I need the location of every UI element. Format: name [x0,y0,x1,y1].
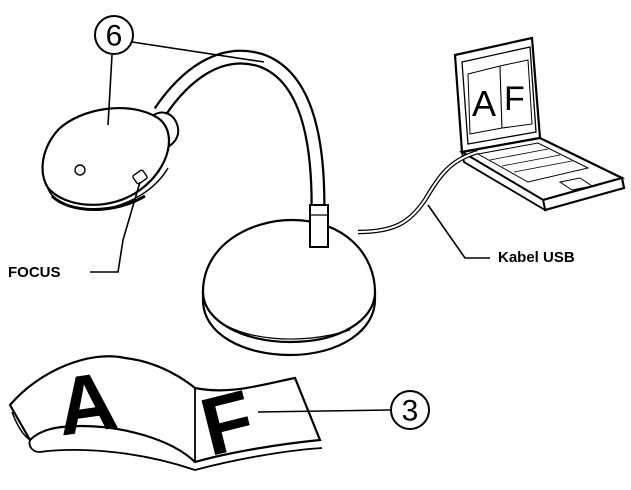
callout-3-leader [257,409,391,413]
screen-letter-f: F [504,80,525,118]
laptop: A F [453,36,626,212]
screen-letter-a: A [472,83,496,124]
callout-6-leader-head [107,54,113,126]
focus-knob [132,169,148,185]
callout-6-leader-arm [131,41,265,63]
camera-lens [74,164,86,176]
gooseneck-arm [153,49,329,248]
usb-cable-leader [427,204,490,259]
camera-head [41,107,180,211]
callout-6-circle [94,15,134,55]
arm-joint [309,204,329,248]
callout-3-circle [390,390,430,430]
callout-3-number: 3 [402,395,419,428]
callout-6-number: 6 [106,20,123,53]
usb-cable [357,149,479,235]
document-book: A F [8,355,323,474]
focus-label: FOCUS [8,264,61,281]
usb-cable-label: Kabel USB [498,249,575,266]
camera-base [201,218,377,357]
book-letter-a: A [51,355,122,453]
laptop-touchpad [558,177,594,191]
focus-leader [90,181,141,273]
